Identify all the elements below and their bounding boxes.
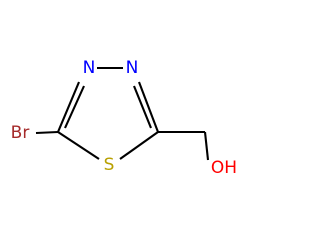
bonds xyxy=(35,66,210,161)
bond-c5-n4-inner xyxy=(64,85,85,129)
atom-labels: Br N N S OH xyxy=(11,58,237,178)
bond-ch2-oh xyxy=(203,131,210,161)
bond-n3-c2-outer xyxy=(138,81,159,133)
bond-s1-c5 xyxy=(57,131,100,160)
bond-br-c5 xyxy=(35,130,59,135)
bond-c2-s1 xyxy=(119,131,159,160)
atom-nitrogen-left: N xyxy=(83,58,96,78)
molecule-structure: Br N N S OH xyxy=(11,58,237,178)
bond-n3-c2-inner xyxy=(133,85,152,129)
atom-nitrogen-right: N xyxy=(126,58,139,78)
atom-sulfur: S xyxy=(104,155,115,175)
bond-c5-n4-outer xyxy=(57,81,80,133)
atom-hydroxyl: OH xyxy=(211,158,237,178)
atom-bromine: Br xyxy=(11,123,30,143)
